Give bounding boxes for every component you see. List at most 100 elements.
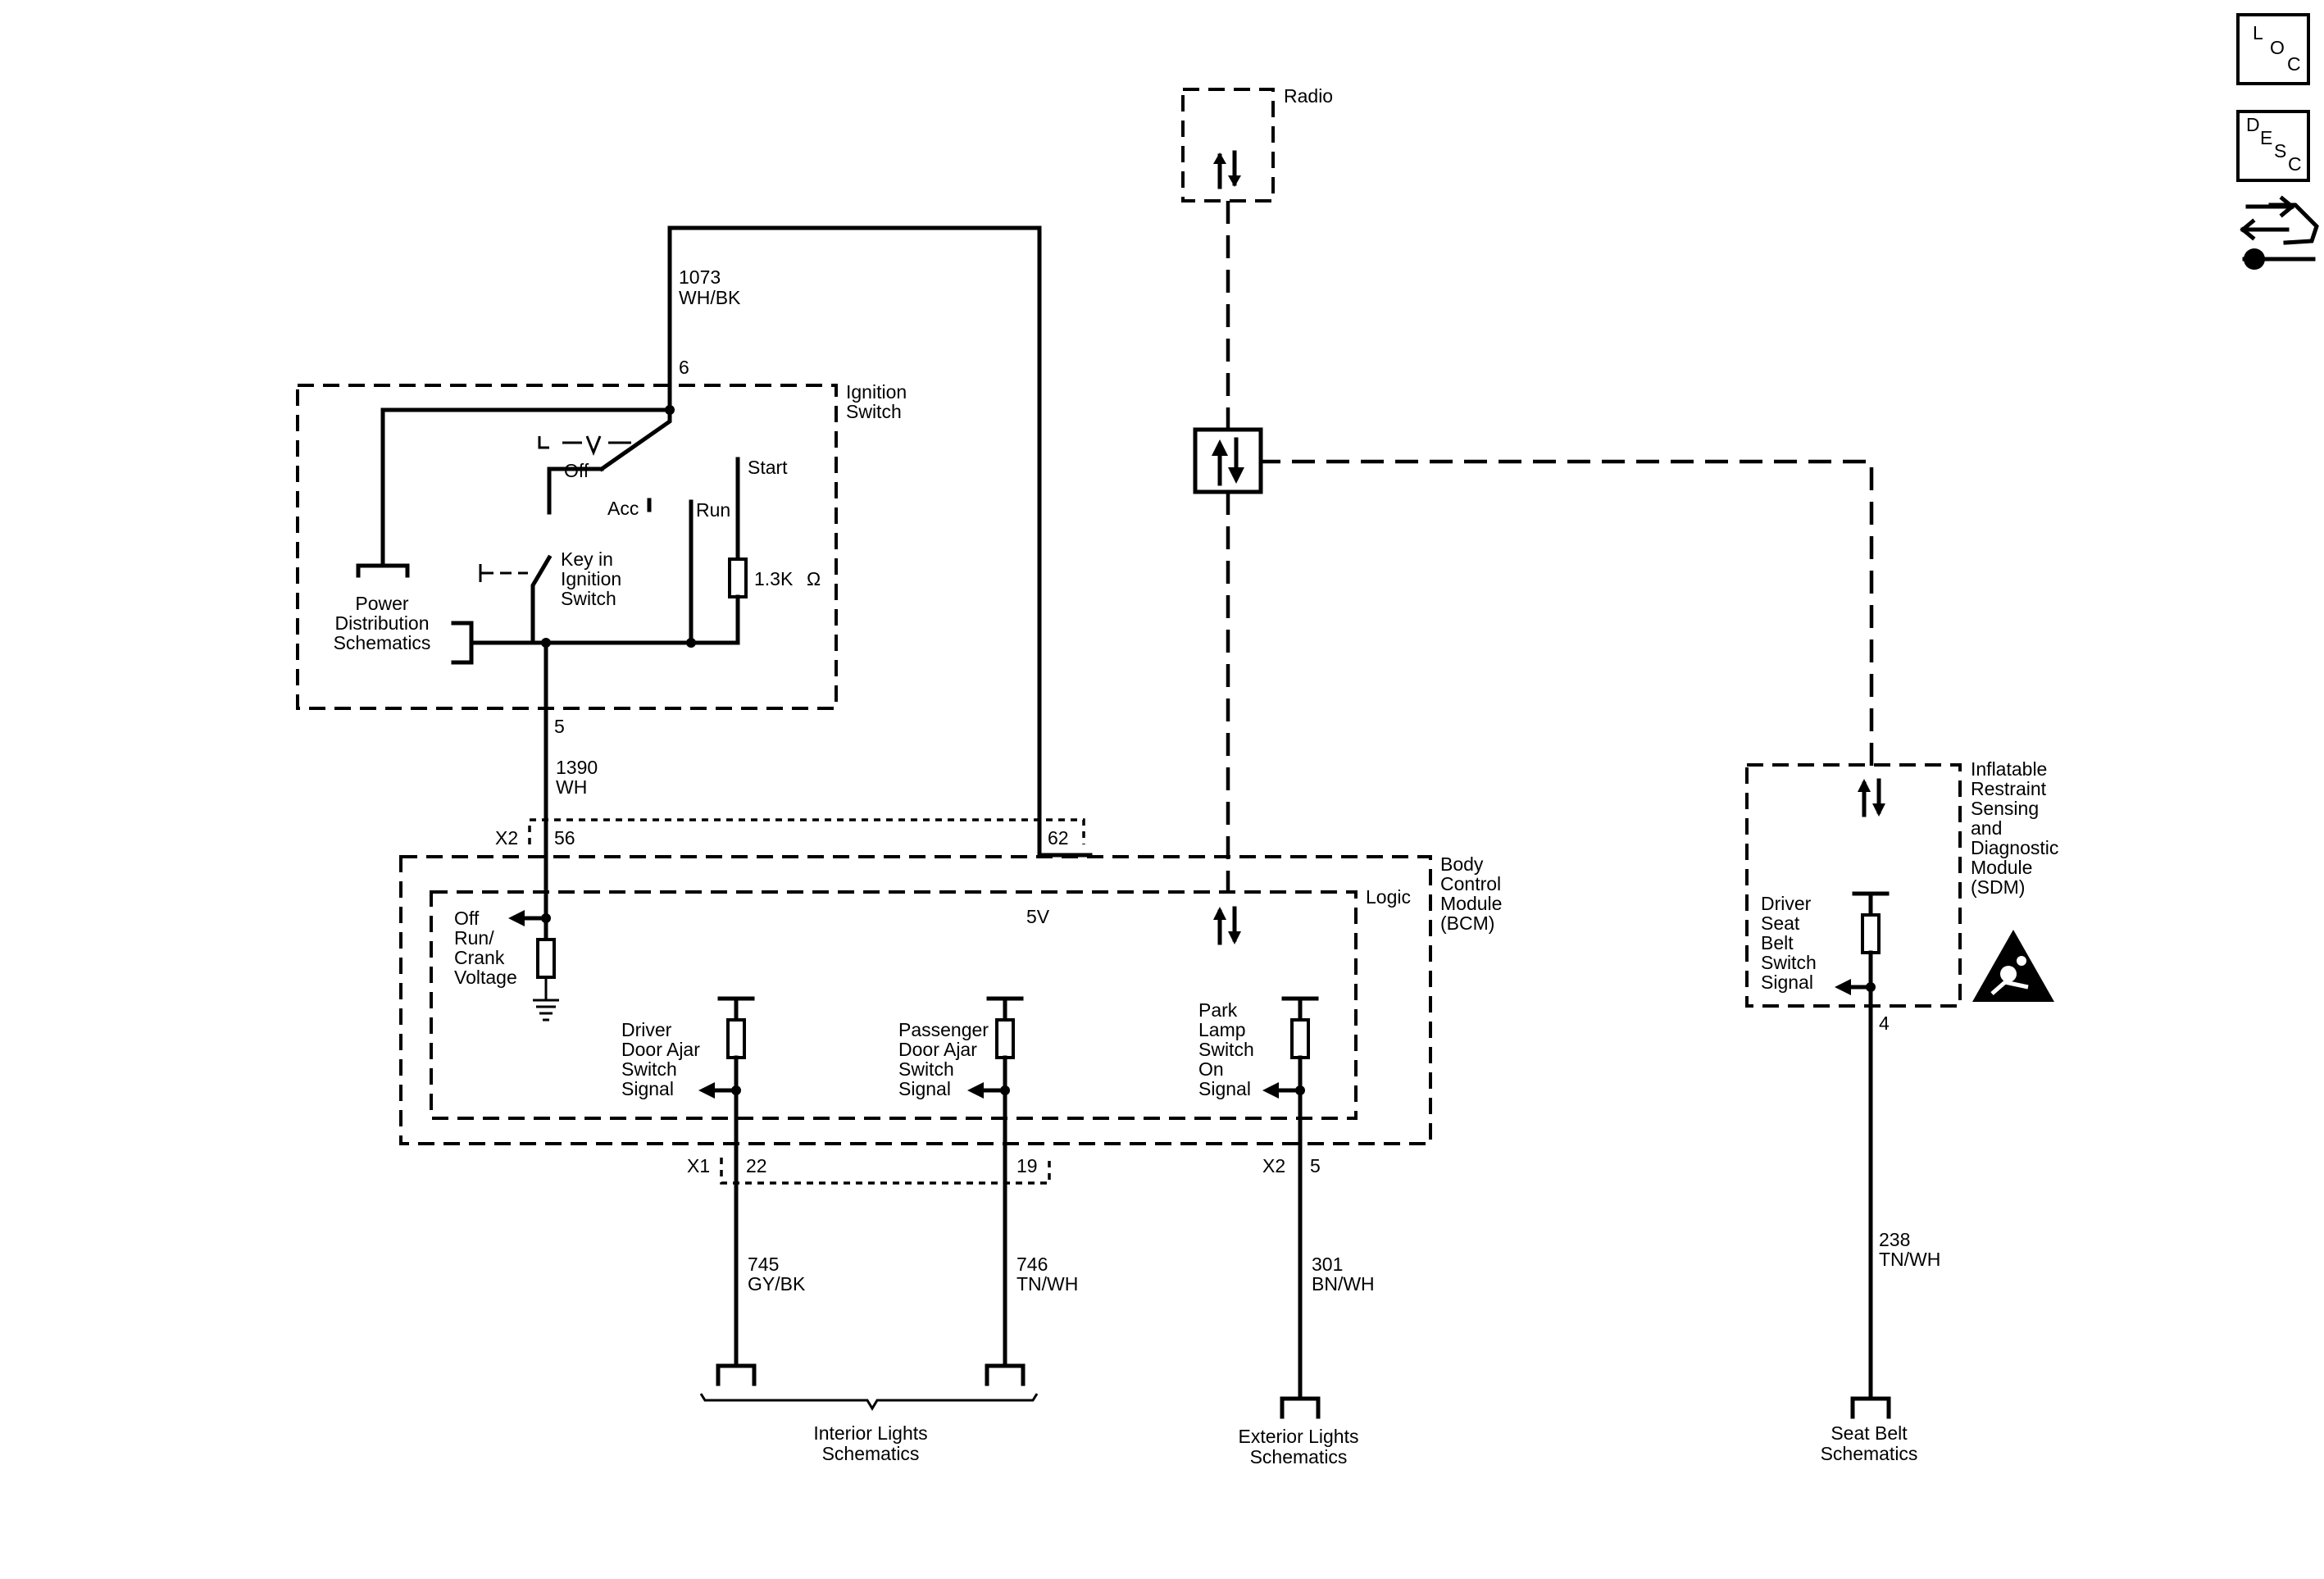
desc-letter-d: D xyxy=(2246,114,2260,135)
seatbelt-signal-label-4: Switch xyxy=(1761,952,1817,973)
position-start: Start xyxy=(748,457,788,478)
desc-button[interactable]: D E S C xyxy=(2236,110,2310,182)
pin-22: 22 xyxy=(746,1155,767,1176)
sdm-title-3: Sensing xyxy=(1971,798,2039,819)
body-control-module: Body Control Module (BCM) Logic X2 56 62… xyxy=(399,818,1502,1185)
ign-input-label-2: Run/ xyxy=(454,927,494,949)
exterior-connector xyxy=(1280,1396,1321,1419)
driver-door-label-3: Switch xyxy=(621,1058,677,1080)
interior-lights-label-2: Schematics xyxy=(822,1443,920,1464)
ign-input-label-3: Crank xyxy=(454,947,505,968)
wire-1073 xyxy=(667,225,1093,858)
pin-56: 56 xyxy=(554,827,575,849)
loc-letter-l: L xyxy=(2253,22,2263,43)
ign-input-label-4: Voltage xyxy=(454,967,517,988)
interior-lights-label-1: Interior Lights xyxy=(813,1422,927,1444)
seatbelt-signal-label-3: Belt xyxy=(1761,932,1794,953)
bcm-title-1: Body xyxy=(1440,853,1484,875)
position-run: Run xyxy=(696,499,730,521)
connector-x2-top-label: X2 xyxy=(495,827,518,849)
bcm-title-3: Module xyxy=(1440,893,1502,914)
key-label-1: Key in xyxy=(561,548,613,570)
power-dist-connector xyxy=(356,563,410,578)
wire-1390-number: 1390 xyxy=(556,757,598,778)
resistor-1-3k xyxy=(728,557,748,598)
ignition-switch-title-1: Ignition xyxy=(846,381,907,403)
driver-door-label-4: Signal xyxy=(621,1078,674,1099)
sdm-title-7: (SDM) xyxy=(1971,876,2025,898)
resistor-value: 1.3K xyxy=(754,568,794,589)
bcm-title-4: (BCM) xyxy=(1440,912,1494,934)
park-lamp-label-4: On xyxy=(1198,1058,1224,1080)
desc-letter-c: C xyxy=(2288,153,2302,175)
interior-brace xyxy=(699,1393,1039,1411)
seatbelt-signal-label-2: Seat xyxy=(1761,912,1800,934)
seatbelt-schematics-label-2: Schematics xyxy=(1821,1443,1918,1464)
power-dist-label-1: Power xyxy=(355,593,409,614)
position-acc: Acc xyxy=(607,498,639,519)
radio-label: Radio xyxy=(1284,85,1333,107)
interior-connector-2 xyxy=(985,1363,1026,1386)
serial-data-splice xyxy=(1193,427,1263,494)
wire-1073-number: 1073 xyxy=(679,266,721,288)
passenger-door-label-2: Door Ajar xyxy=(898,1039,977,1060)
wire-746-color: TN/WH xyxy=(1016,1273,1078,1295)
serial-data-line-sdm xyxy=(1258,459,1874,767)
sdm-title-4: and xyxy=(1971,817,2002,839)
power-dist-label-3: Schematics xyxy=(334,632,431,653)
ignition-switch: Ignition Switch 6 Power Distribution Sch… xyxy=(296,357,907,737)
feed-wire xyxy=(380,407,672,568)
power-dist-label-2: Distribution xyxy=(334,612,429,634)
connector-x1-label: X1 xyxy=(687,1155,710,1176)
park-lamp-label-2: Lamp xyxy=(1198,1019,1246,1040)
passenger-door-label-4: Signal xyxy=(898,1078,951,1099)
wire-745-color: GY/BK xyxy=(748,1273,806,1295)
ground-icon xyxy=(533,977,559,1022)
sdm-data-arrows-icon xyxy=(1858,778,1885,817)
radio-module: Radio xyxy=(1181,85,1333,202)
wire-1390-color: WH xyxy=(556,776,587,798)
desc-letter-s: S xyxy=(2274,140,2286,162)
loc-button[interactable]: L O C xyxy=(2236,13,2310,85)
pin-5: 5 xyxy=(1310,1155,1321,1176)
exterior-lights-label-1: Exterior Lights xyxy=(1238,1426,1358,1447)
passenger-door-label-1: Passenger xyxy=(898,1019,989,1040)
seatbelt-schematics-label-1: Seat Belt xyxy=(1831,1422,1908,1444)
wire-745-number: 745 xyxy=(748,1254,779,1275)
desc-letter-e: E xyxy=(2260,127,2272,148)
driver-door-label-1: Driver xyxy=(621,1019,672,1040)
ignition-pin-6: 6 xyxy=(679,357,689,378)
airbag-warning-icon xyxy=(1972,930,2054,1002)
park-lamp-label-3: Switch xyxy=(1198,1039,1254,1060)
bcm-logic-label: Logic xyxy=(1366,886,1411,908)
ign-input-label-1: Off xyxy=(454,908,480,929)
passenger-door-label-3: Switch xyxy=(898,1058,954,1080)
five-volt-label: 5V xyxy=(1026,906,1050,927)
bcm-title-2: Control xyxy=(1440,873,1501,894)
seatbelt-connector xyxy=(1850,1396,1891,1419)
position-off: Off xyxy=(564,460,589,481)
sdm-title-5: Diagnostic xyxy=(1971,837,2058,858)
connector-x1 xyxy=(720,1158,1051,1185)
wire-1073-color: WH/BK xyxy=(679,287,741,308)
park-lamp-label-1: Park xyxy=(1198,999,1238,1021)
key-label-2: Ignition xyxy=(561,568,621,589)
sdm-module: Inflatable Restraint Sensing and Diagnos… xyxy=(1745,758,2058,1034)
sdm-title-2: Restraint xyxy=(1971,778,2047,799)
bcm-data-arrows-icon xyxy=(1213,906,1241,945)
pin-62: 62 xyxy=(1048,827,1069,849)
seatbelt-signal-label-5: Signal xyxy=(1761,972,1813,993)
wire-301-number: 301 xyxy=(1312,1254,1343,1275)
data-arrows-icon xyxy=(1213,150,1241,189)
sdm-pin-4: 4 xyxy=(1879,1012,1890,1034)
interior-connector-1 xyxy=(716,1363,757,1386)
sdm-title-1: Inflatable xyxy=(1971,758,2047,780)
connector-x2-bottom-label: X2 xyxy=(1262,1155,1285,1176)
wire-301-color: BN/WH xyxy=(1312,1273,1375,1295)
loc-letter-o: O xyxy=(2270,37,2285,58)
park-lamp-label-5: Signal xyxy=(1198,1078,1251,1099)
power-dist-side-connector xyxy=(451,621,474,665)
seatbelt-signal-label-1: Driver xyxy=(1761,893,1812,914)
connector-wrench-icon[interactable] xyxy=(2240,195,2319,270)
